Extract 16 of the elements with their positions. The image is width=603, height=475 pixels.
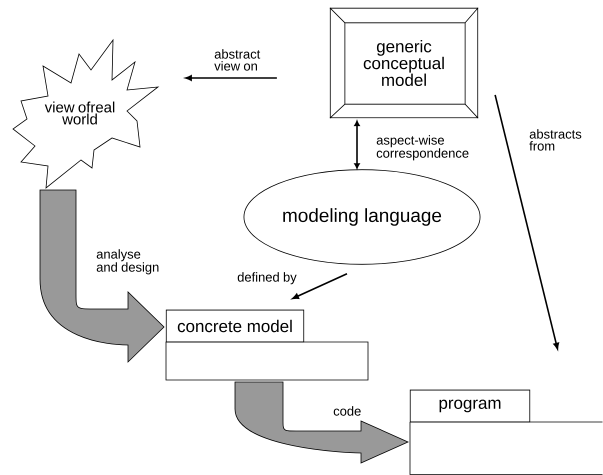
arrow bbox=[292, 272, 348, 300]
edge-label: defined by bbox=[238, 272, 297, 284]
arrow bbox=[185, 75, 277, 81]
edge-label: code bbox=[334, 406, 361, 416]
arrow bbox=[494, 94, 560, 350]
edge-label: abstracts from bbox=[529, 129, 582, 151]
arrow bbox=[354, 120, 360, 169]
node-label: concrete model bbox=[178, 320, 292, 332]
package-box: program bbox=[410, 390, 603, 475]
block-arrow bbox=[40, 190, 164, 362]
framed-box: generic conceptual model bbox=[329, 7, 479, 119]
edge-label: analyse and design bbox=[96, 249, 158, 274]
block-arrow bbox=[234, 382, 408, 464]
package-box: concrete model bbox=[166, 310, 368, 380]
edge-label: aspect-wise correspondence bbox=[376, 135, 468, 160]
edge-label: abstract view on bbox=[214, 49, 260, 71]
